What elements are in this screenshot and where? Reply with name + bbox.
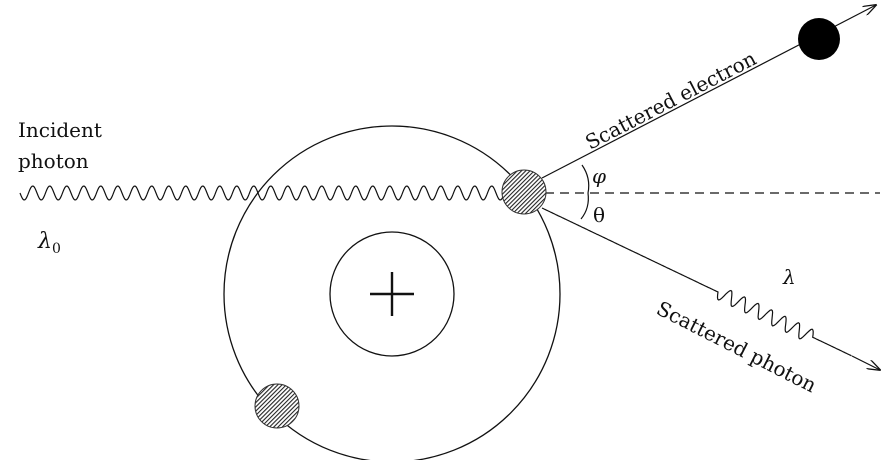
outer-electron-orbit: [223, 125, 561, 460]
scattered-photon-arrow-tip: [851, 355, 880, 370]
photon-angle-arc: [580, 192, 589, 220]
ejected-electron: [798, 18, 840, 60]
incident-photon-wave: [19, 185, 509, 201]
orbital-electron: [254, 383, 300, 429]
scattered-electron-label: Scattered electron: [581, 46, 760, 154]
photon-angle-label: θ: [593, 203, 605, 227]
scattered-photon-label: Scattered photon: [653, 296, 821, 397]
incident-wavelength-label: λ0: [37, 229, 61, 257]
nucleus-circle: [329, 231, 455, 357]
scattered-wavelength-label: λ: [782, 265, 796, 289]
electron-angle-label: φ: [592, 164, 606, 188]
incident-photon-label-line1: Incident: [18, 118, 102, 142]
nucleus-plus-sign: [370, 272, 414, 316]
target-electron: [501, 169, 547, 215]
scattered-photon-trajectory: [541, 207, 852, 357]
electron-angle-arc: [581, 164, 590, 194]
incident-photon-label-line2: photon: [18, 149, 89, 173]
